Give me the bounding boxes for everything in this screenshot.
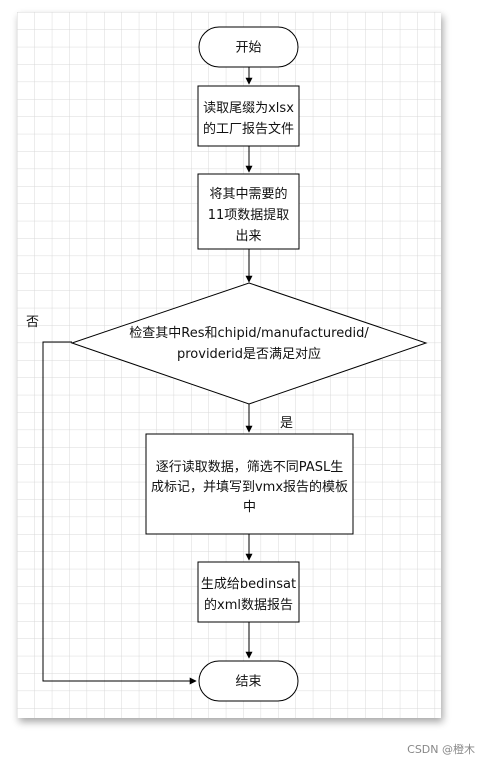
node-start: 开始 xyxy=(198,26,299,68)
node-end-label: 结束 xyxy=(235,675,261,690)
node-check-line-1: 检查其中Res和chipid/manufacturedid/ xyxy=(129,326,369,341)
node-extract-line-2: 11项数据提取 xyxy=(208,207,290,223)
edge-check-end-no xyxy=(42,341,197,685)
label-no: 否 xyxy=(26,315,39,330)
node-read-file-line-1: 读取尾缀为xlsx xyxy=(203,101,294,116)
connectors xyxy=(42,67,253,685)
watermark: CSDN @橙木 xyxy=(407,743,475,756)
node-extract-line-1: 将其中需要的 xyxy=(209,186,287,202)
node-check-line-2: providerid是否满足对应 xyxy=(177,346,321,362)
node-generate-line-1: 生成给bedinsat xyxy=(201,577,296,592)
node-process: 逐行读取数据，筛选不同PASL生 成标记，并填写到vmx报告的模板 中 xyxy=(145,433,354,535)
label-yes: 是 xyxy=(280,416,293,431)
node-read-file: 读取尾缀为xlsx 的工厂报告文件 xyxy=(197,85,300,147)
node-extract: 将其中需要的 11项数据提取 出来 xyxy=(197,173,300,250)
node-process-line-1: 逐行读取数据，筛选不同PASL生 xyxy=(156,460,343,475)
node-process-line-3: 中 xyxy=(243,500,256,515)
node-check-decision: 检查其中Res和chipid/manufacturedid/ provideri… xyxy=(70,282,428,405)
node-process-line-2: 成标记，并填写到vmx报告的模板 xyxy=(151,479,348,495)
node-generate-line-2: 的xml数据报告 xyxy=(204,597,293,613)
node-end: 结束 xyxy=(198,660,299,702)
node-generate: 生成给bedinsat 的xml数据报告 xyxy=(197,561,300,623)
node-start-label: 开始 xyxy=(235,41,261,56)
node-extract-line-3: 出来 xyxy=(235,229,261,244)
node-read-file-line-2: 的工厂报告文件 xyxy=(203,121,294,137)
